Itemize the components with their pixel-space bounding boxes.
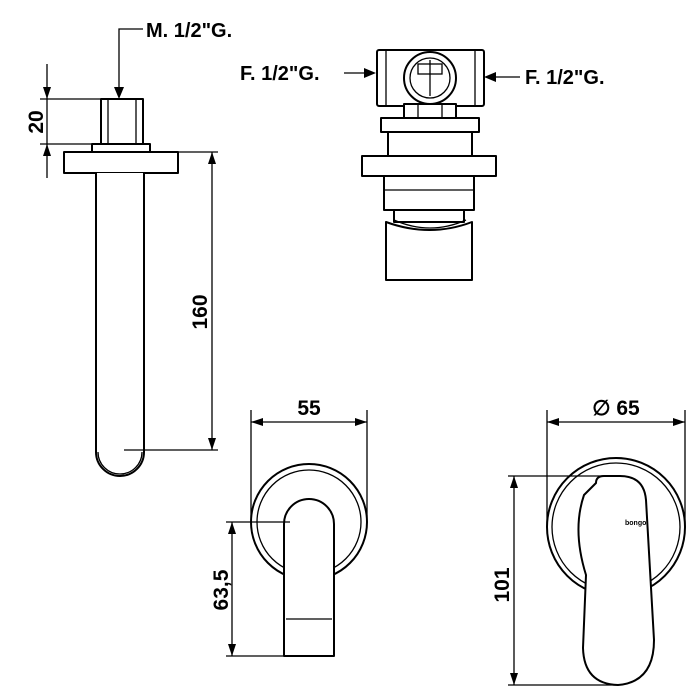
handle-rosette-diameter-dimension: ∅ 65 — [546, 397, 686, 527]
thread-height-value: 20 — [25, 110, 48, 133]
handle-lever — [577, 475, 655, 686]
mixer-lower-body — [383, 175, 475, 211]
brand-logo: bongo — [625, 520, 646, 527]
spout-drop-dimension: 63,5 — [210, 521, 290, 657]
spout-rosette — [63, 151, 179, 174]
spout-thread-label: M. 1/2"G. — [146, 20, 232, 42]
mixer-cartridge-ring — [393, 209, 465, 223]
spout-front-view — [250, 463, 368, 657]
inlet-left-label: F. 1/2"G. — [240, 63, 320, 85]
inlet-right-callout: F. 1/2"G. — [484, 67, 605, 89]
spout-length-value: 160 — [189, 294, 212, 329]
mixer-flange — [361, 155, 497, 177]
spout-side-view — [63, 98, 179, 477]
mixer-upper-collar — [380, 117, 480, 133]
handle-rosette-diameter-value: ∅ 65 — [592, 397, 640, 420]
handle-front-view: bongo — [546, 457, 686, 686]
inlet-left-callout: F. 1/2"G. — [240, 63, 376, 85]
inlet-right-label: F. 1/2"G. — [525, 67, 605, 89]
handle-height-value: 101 — [491, 567, 514, 602]
spout-nut — [91, 143, 151, 153]
spout-thread-callout: M. 1/2"G. — [114, 20, 232, 99]
spout-rosette-width-dimension: 55 — [250, 397, 368, 522]
thread-height-dimension: 20 — [25, 64, 101, 178]
mixer-handle — [385, 221, 473, 281]
spout-tube — [95, 172, 145, 477]
mixer-neck — [403, 103, 457, 119]
spout-thread-connector — [100, 98, 144, 145]
spout-rosette-width-value: 55 — [297, 397, 321, 420]
spout-drop-value: 63,5 — [210, 569, 233, 610]
handle-height-dimension: 101 — [491, 475, 618, 686]
spout-front-body — [283, 498, 335, 657]
mixer-body — [387, 131, 473, 157]
mixer-body-view — [361, 49, 497, 281]
spout-length-dimension: 160 — [124, 151, 218, 451]
